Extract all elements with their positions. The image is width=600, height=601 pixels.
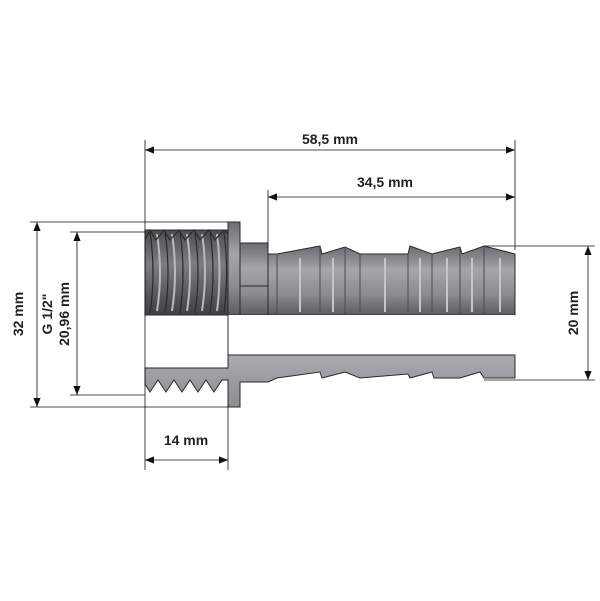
section-wall (144, 354, 516, 408)
thread-highlights (156, 233, 221, 312)
thread-crests (149, 231, 228, 314)
dimension-lines (30, 140, 595, 470)
hex-nut-exterior (239, 242, 269, 316)
collar-exterior (227, 221, 241, 316)
barb-ridges (276, 246, 485, 315)
hose-fitting (144, 221, 516, 408)
fitting-exterior-view (144, 221, 516, 316)
bore (145, 315, 515, 355)
label-outer-diameter: 32 mm (10, 292, 26, 336)
dimension-labels: 58,5 mm 34,5 mm 14 mm 32 mm G 1/2" 20,96… (10, 131, 581, 448)
barb-highlights (299, 258, 501, 312)
label-thread-length: 14 mm (164, 432, 208, 448)
label-total-length: 58,5 mm (302, 131, 358, 147)
label-barb-diameter: 20 mm (565, 291, 581, 335)
fitting-section-view (144, 314, 516, 408)
label-thread-size: G 1/2" (39, 294, 55, 335)
label-barb-length: 34,5 mm (357, 174, 413, 190)
barb-exterior (267, 245, 516, 316)
label-thread-diameter: 20,96 mm (56, 282, 72, 346)
thread-top-profile (144, 228, 231, 242)
